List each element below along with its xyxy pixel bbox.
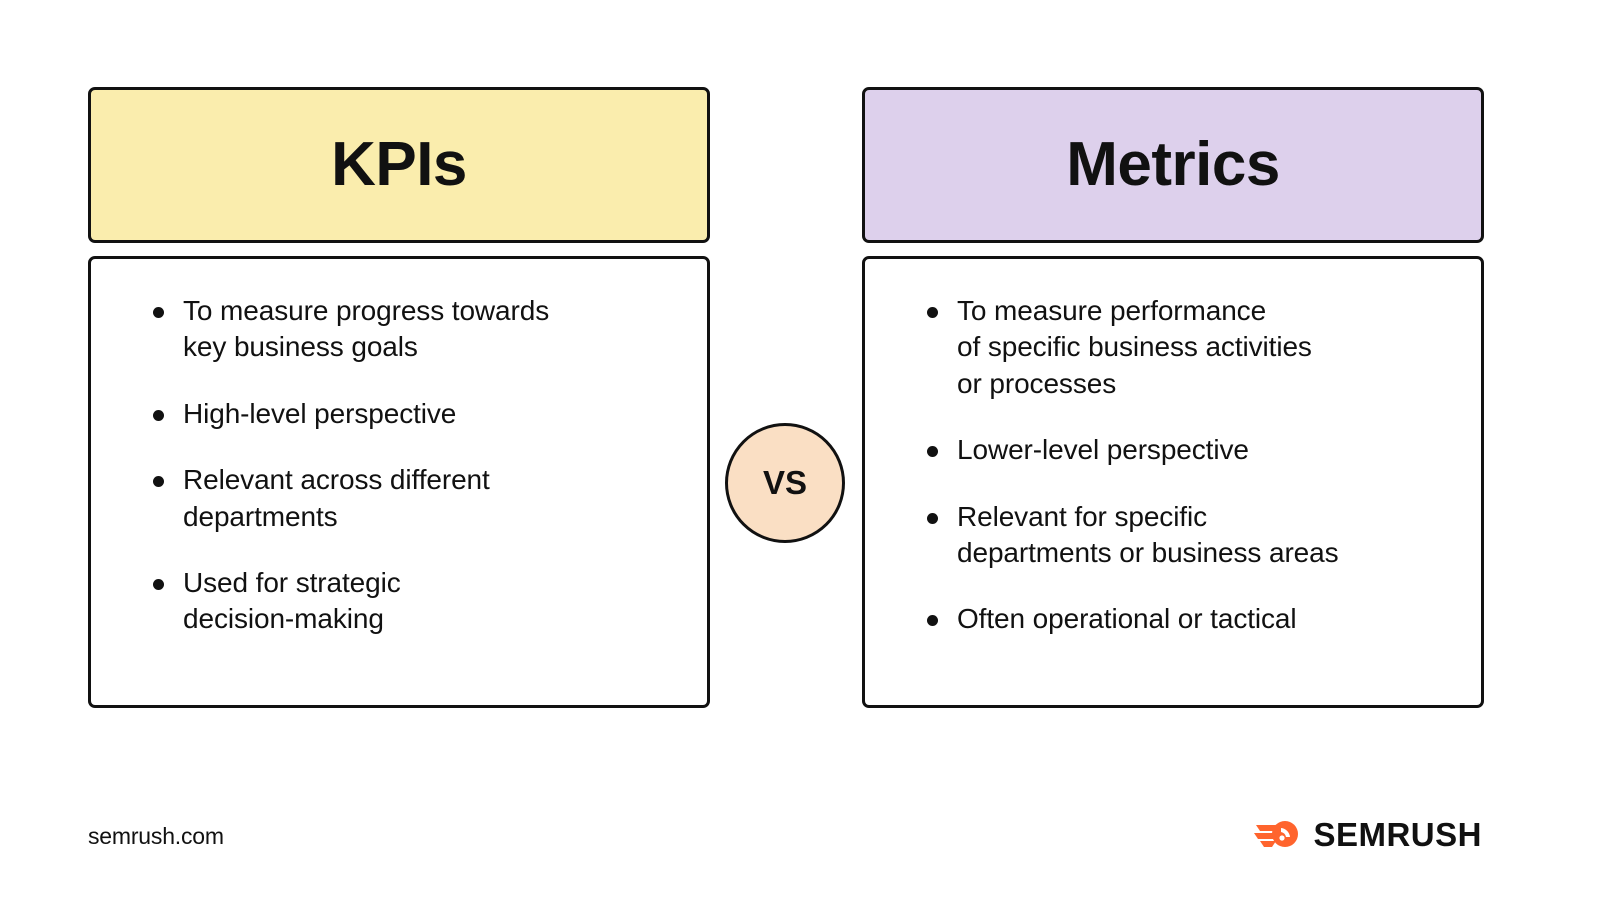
- list-item: Relevant across different departments: [153, 462, 677, 535]
- footer-domain-label: semrush.com: [88, 823, 224, 849]
- comparison-column-kpis: KPIs To measure progress towards key bus…: [88, 87, 710, 708]
- column-title-metrics: Metrics: [1066, 130, 1280, 199]
- column-title-kpis: KPIs: [331, 130, 467, 199]
- list-item: Relevant for specific departments or bus…: [927, 499, 1451, 572]
- bullet-list-metrics: To measure performance of specific busin…: [927, 293, 1451, 638]
- comparison-column-metrics: Metrics To measure performance of specif…: [862, 87, 1484, 708]
- bullet-list-kpis: To measure progress towards key business…: [153, 293, 677, 638]
- versus-badge: VS: [725, 423, 845, 543]
- semrush-comet-icon: [1254, 816, 1300, 853]
- list-item: Often operational or tactical: [927, 601, 1451, 637]
- list-item: High-level perspective: [153, 396, 677, 432]
- column-header-kpis: KPIs: [88, 87, 710, 243]
- column-body-kpis: To measure progress towards key business…: [88, 256, 710, 708]
- list-item: To measure progress towards key business…: [153, 293, 677, 366]
- column-body-metrics: To measure performance of specific busin…: [862, 256, 1484, 708]
- versus-label: VS: [762, 464, 808, 501]
- list-item: Lower-level perspective: [927, 432, 1451, 468]
- semrush-wordmark: SEMRUSH: [1313, 816, 1482, 853]
- list-item: Used for strategic decision-making: [153, 565, 677, 638]
- semrush-logo: SEMRUSH: [1254, 816, 1482, 853]
- list-item: To measure performance of specific busin…: [927, 293, 1451, 402]
- column-header-metrics: Metrics: [862, 87, 1484, 243]
